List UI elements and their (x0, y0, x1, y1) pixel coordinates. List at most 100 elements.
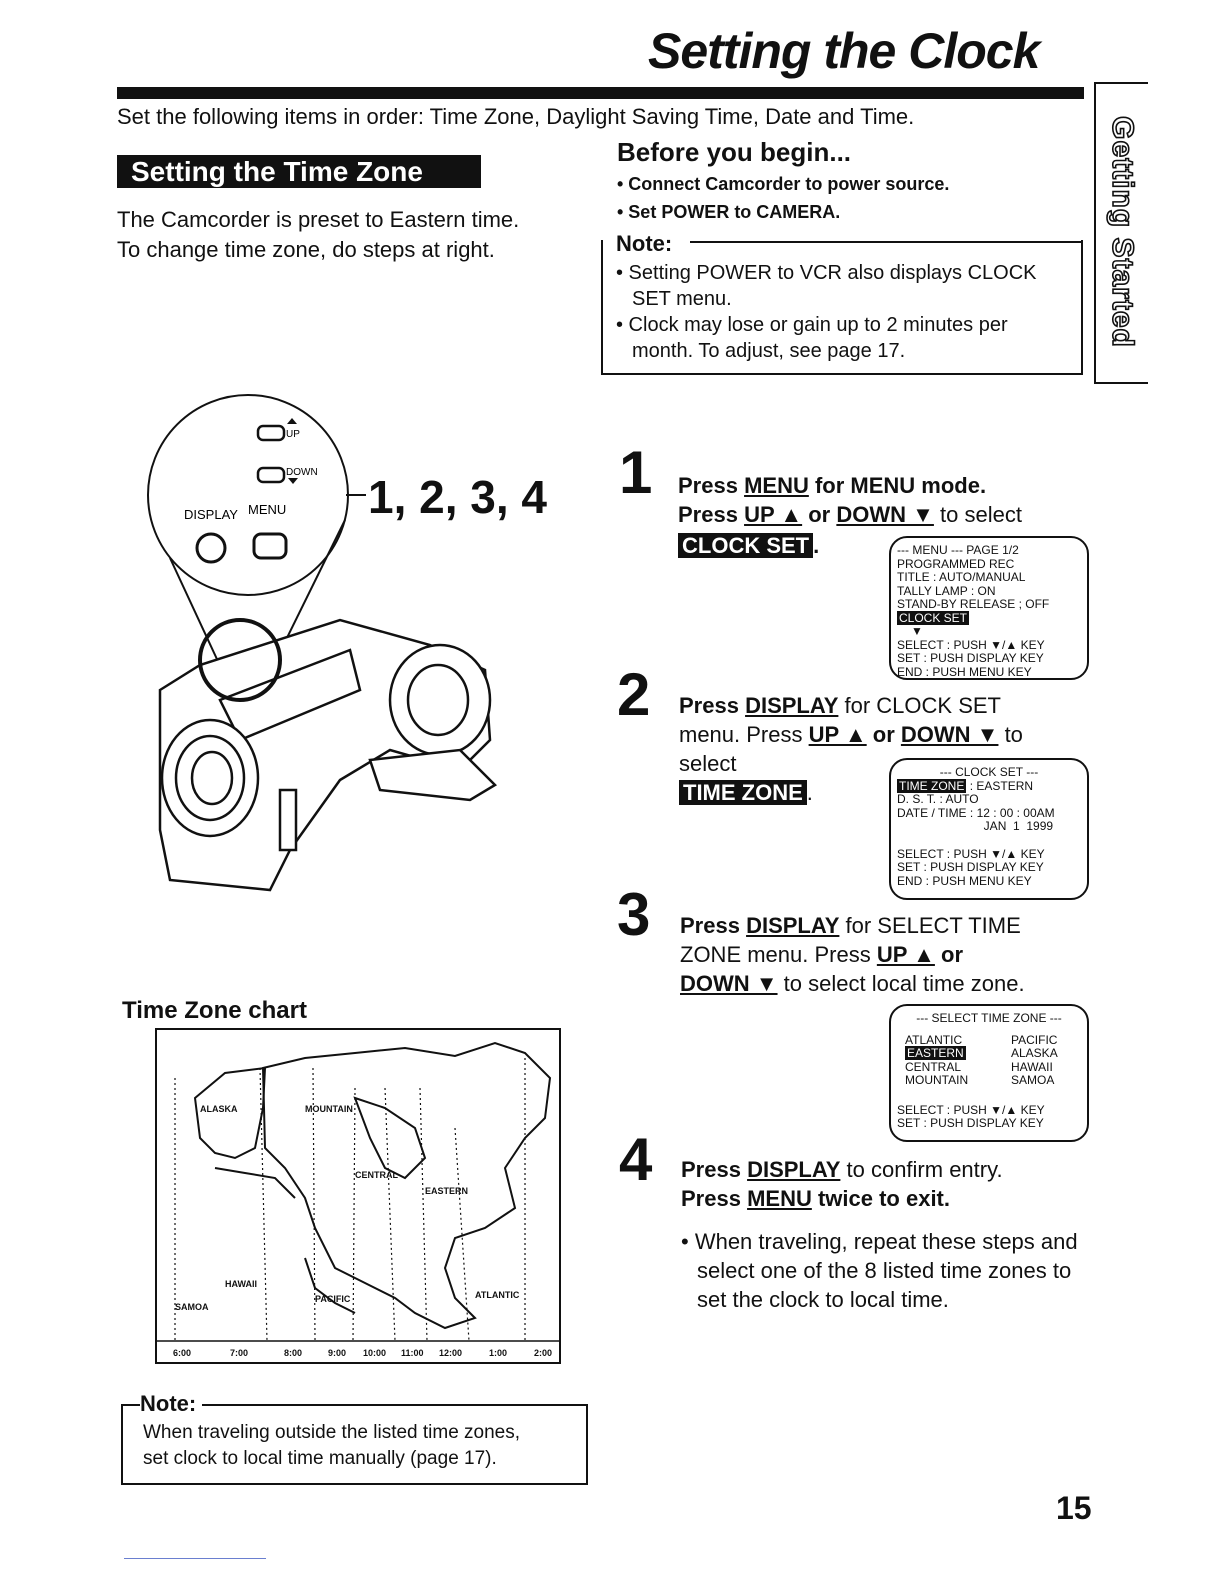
screen-line: TITLE : AUTO/MANUAL (897, 570, 1026, 584)
menu-label: MENU (248, 502, 286, 517)
camcorder-body (158, 618, 498, 892)
note-box-topline (121, 1404, 588, 1406)
screen-header: --- SELECT TIME ZONE --- (916, 1011, 1062, 1025)
zone-label: EASTERN (425, 1186, 468, 1196)
step-number: 4 (619, 1126, 653, 1193)
menu-button-icon (252, 532, 288, 560)
note-box (121, 1405, 588, 1485)
up-label: UP (286, 429, 300, 440)
display-label: DISPLAY (184, 507, 238, 522)
zone-label: MOUNTAIN (305, 1104, 353, 1114)
map-border (155, 1028, 561, 1364)
page-title: Setting the Clock (648, 23, 1040, 79)
time-label: 6:00 (173, 1348, 191, 1358)
screen-selected: CLOCK SET (897, 610, 970, 625)
note-text: When traveling outside the listed time z… (143, 1420, 520, 1472)
camcorder-illustration: UP DOWN DISPLAY MENU (147, 394, 498, 892)
down-button-icon (256, 466, 286, 484)
screen-footer: SET : PUSH DISPLAY KEY (897, 1116, 1044, 1130)
screen-footer: SET : PUSH DISPLAY KEY (897, 651, 1044, 665)
zone-label: PACIFIC (315, 1294, 351, 1304)
screen-line: DATE / TIME : 12 : 00 : 00AM (897, 805, 1055, 820)
screen-selected: TIME ZONE (897, 778, 967, 793)
screen-header: --- MENU --- PAGE 1/2 (897, 543, 1019, 557)
note-item: • Setting POWER to VCR also displays CLO… (616, 262, 1037, 310)
zoom-line (169, 557, 223, 671)
zone-label: ALASKA (200, 1104, 238, 1114)
screen-line: D. S. T. : AUTO (897, 792, 979, 806)
step-2-text: Press DISPLAY for CLOCK SET menu. Press … (679, 693, 1023, 805)
time-label: 2:00 (534, 1348, 552, 1358)
time-label: 8:00 (284, 1348, 302, 1358)
zone-option: PACIFIC (1011, 1032, 1058, 1047)
page-number: 15 (1056, 1490, 1092, 1526)
zone-label: ATLANTIC (475, 1290, 520, 1300)
zone-option: ATLANTIC (905, 1032, 963, 1047)
screen-line: PROGRAMMED REC (897, 556, 1015, 571)
time-label: 11:00 (401, 1348, 424, 1358)
map-zone-dividers (174, 1058, 526, 1342)
time-label: 7:00 (230, 1348, 248, 1358)
time-zone-text: The Camcorder is preset to Eastern time.… (117, 205, 519, 265)
screen-header: --- CLOCK SET --- (939, 765, 1039, 779)
screen-footer: SET : PUSH DISPLAY KEY (897, 860, 1044, 874)
zone-label: SAMOA (175, 1302, 209, 1312)
note-text-line: When traveling outside the listed time z… (143, 1422, 521, 1443)
screen-line: STAND-BY RELEASE ; OFF (897, 597, 1050, 611)
side-tab-label: Getting Started (1105, 115, 1140, 348)
step-4-text: Press DISPLAY to confirm entry. Press ME… (681, 1157, 1003, 1211)
footer-line (124, 1558, 266, 1559)
note-box (601, 240, 1083, 375)
steps-callout: 1, 2, 3, 4 (368, 471, 548, 523)
time-zone-map: ALASKA MOUNTAIN CENTRAL EASTERN HAWAII S… (155, 1028, 561, 1364)
time-label: 12:00 (439, 1348, 462, 1358)
note-title: Note: (616, 231, 679, 257)
clock-set-highlight: CLOCK SET (678, 533, 814, 558)
zone-label: HAWAII (225, 1279, 257, 1289)
chart-label: Time Zone chart (122, 997, 307, 1024)
zone-option: HAWAII (1011, 1059, 1053, 1074)
note-item: • Clock may lose or gain up to 2 minutes… (616, 314, 1008, 362)
step-4-bullet: • When traveling, repeat these steps and… (681, 1229, 1078, 1312)
down-label: DOWN (286, 467, 318, 478)
before-item: • Set POWER to CAMERA. (617, 202, 841, 222)
time-zone-highlight: TIME ZONE (679, 780, 807, 805)
intro-text: Set the following items in order: Time Z… (117, 104, 915, 129)
zone-option-selected: EASTERN (905, 1046, 966, 1060)
zone-option: ALASKA (1011, 1046, 1058, 1060)
before-list: • Connect Camcorder to power source. • S… (617, 170, 949, 226)
clock-set-screen: --- CLOCK SET --- TIME ZONE : EASTERN D.… (889, 758, 1089, 900)
menu-screen: --- MENU --- PAGE 1/2 PROGRAMMED REC TIT… (889, 536, 1089, 680)
before-title: Before you begin... (617, 137, 852, 167)
step-3-text: Press DISPLAY for SELECT TIME ZONE menu.… (680, 913, 1025, 996)
zone-label: CENTRAL (355, 1170, 398, 1180)
note-box-topline (690, 241, 1083, 243)
screen-line: TALLY LAMP : ON (897, 583, 996, 598)
screen-value: : EASTERN (969, 778, 1034, 793)
time-zone-text-line: The Camcorder is preset to Eastern time. (117, 207, 520, 232)
time-label: 1:00 (489, 1348, 507, 1358)
display-button-icon (195, 532, 227, 564)
screen-footer: END : PUSH MENU KEY (897, 873, 1032, 888)
up-arrow-icon (287, 418, 297, 424)
before-item: • Connect Camcorder to power source. (617, 174, 950, 194)
zone-option: CENTRAL (905, 1059, 962, 1074)
step-1-text: Press MENU for MENU mode. Press UP ▲ or … (678, 473, 1022, 558)
time-zone-text-line: To change time zone, do steps at right. (117, 237, 495, 262)
zone-option: MOUNTAIN (905, 1073, 969, 1087)
up-button-icon (256, 424, 286, 442)
note-text-line: set clock to local time manually (page 1… (143, 1448, 497, 1469)
step-number: 1 (619, 439, 653, 506)
screen-arrow: ▼ (911, 624, 923, 638)
zone-option: SAMOA (1011, 1073, 1055, 1087)
magnified-circle (147, 394, 349, 596)
title-rule (117, 87, 1084, 99)
note-title: Note: (140, 1391, 203, 1417)
screen-line: JAN 1 1999 (897, 819, 1054, 833)
zoom-line (279, 519, 346, 653)
note-list: • Setting POWER to VCR also displays CLO… (616, 260, 1066, 364)
time-zone-heading: Setting the Time Zone (117, 155, 481, 188)
step-number: 3 (617, 881, 651, 948)
time-label: 10:00 (363, 1348, 386, 1358)
down-arrow-icon (288, 478, 298, 484)
